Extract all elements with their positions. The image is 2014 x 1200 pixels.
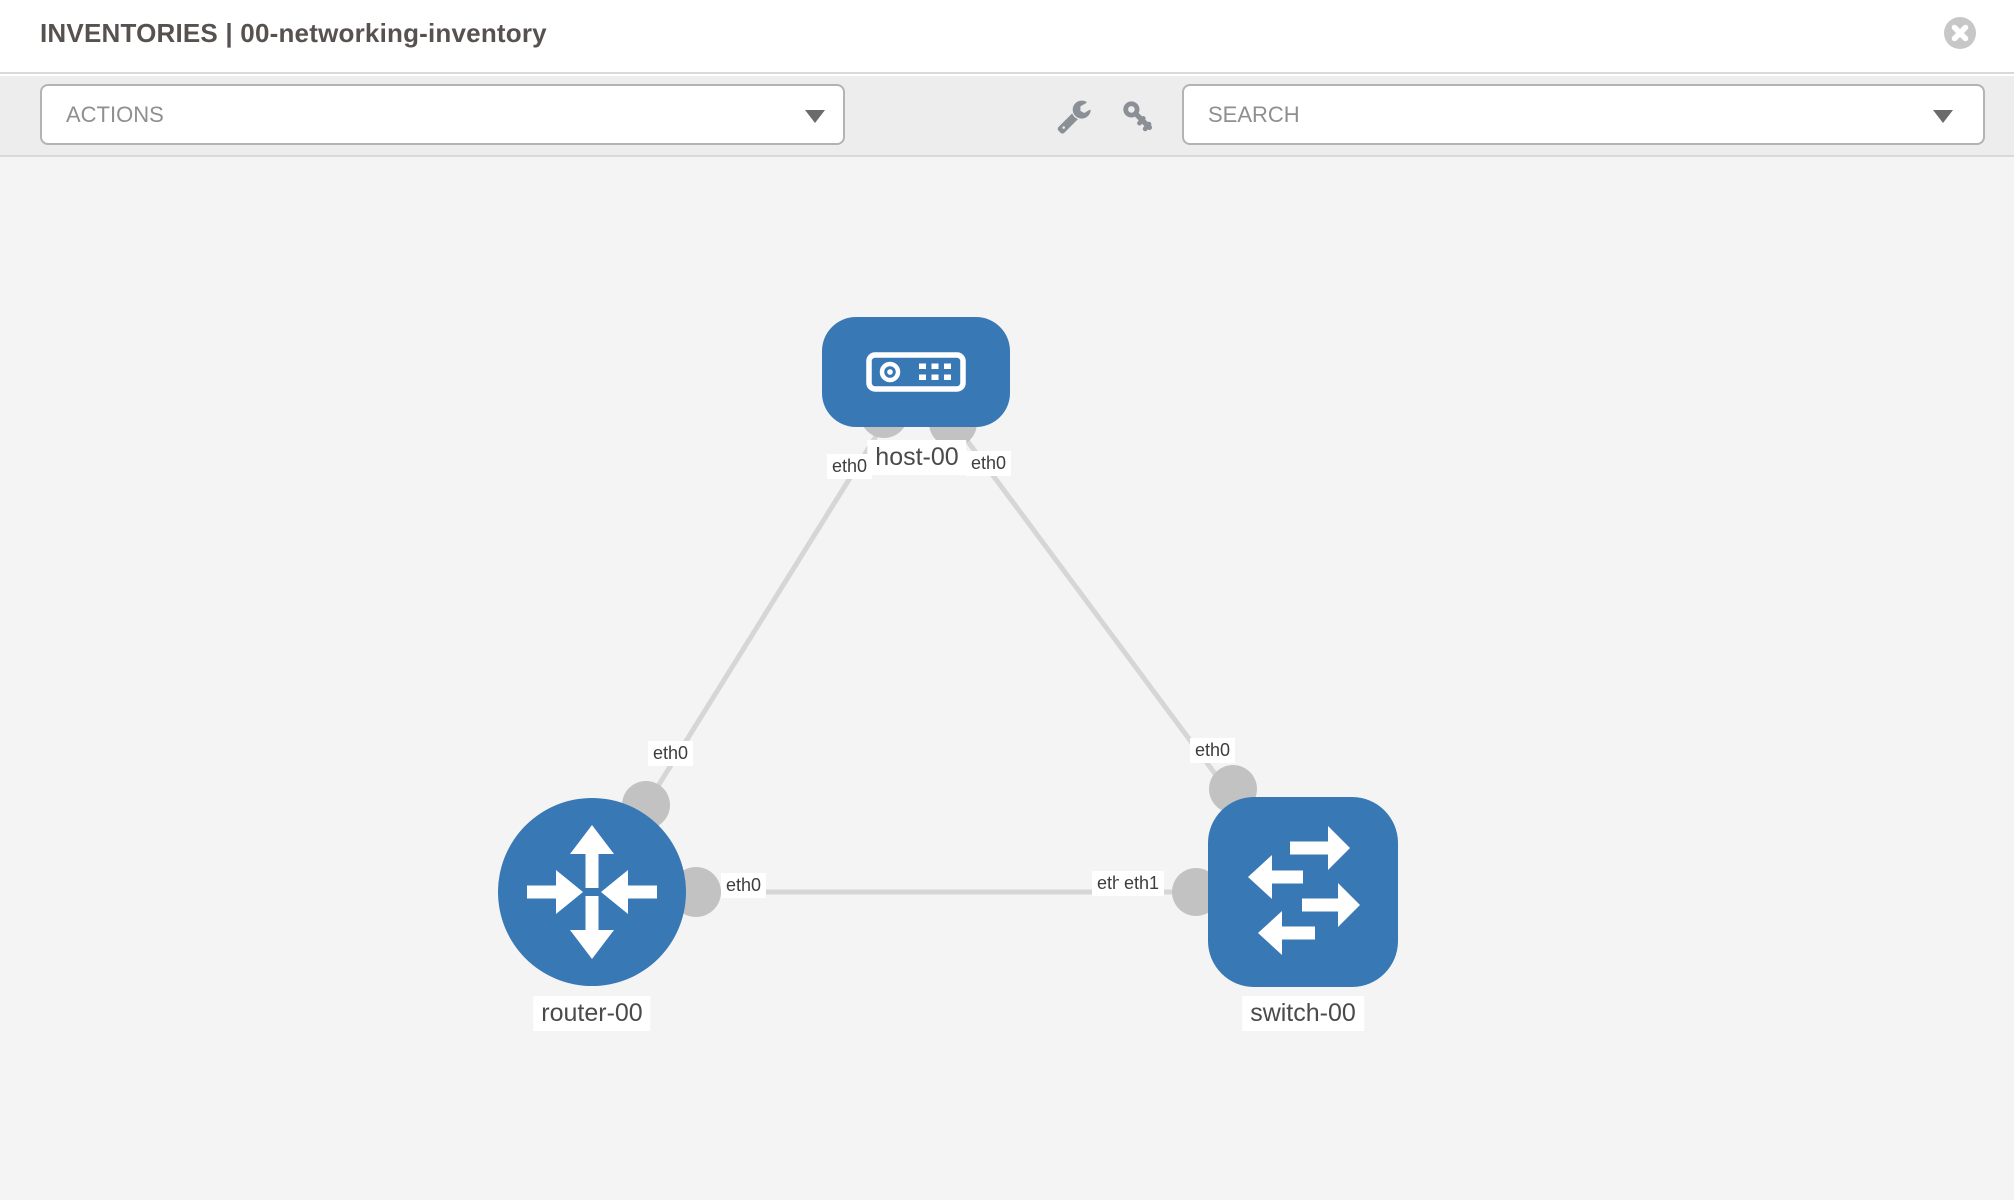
node-label-router: router-00 bbox=[533, 996, 651, 1031]
node-switch-00[interactable] bbox=[1208, 797, 1398, 987]
router-icon bbox=[527, 825, 657, 959]
iface-label-router-to-switch: eth0 bbox=[721, 873, 767, 898]
switch-icon bbox=[1248, 826, 1360, 955]
iface-label-host-to-switch: eth0 bbox=[966, 451, 1012, 476]
wrench-icon bbox=[1057, 100, 1091, 134]
iface-label-switch-to-host: eth0 bbox=[1190, 738, 1236, 763]
key-icon bbox=[1123, 101, 1153, 132]
chevron-down-icon bbox=[805, 110, 825, 123]
iface-label-router-to-host: eth0 bbox=[648, 741, 694, 766]
actions-label: ACTIONS bbox=[66, 102, 164, 127]
node-host-00[interactable] bbox=[822, 317, 1010, 427]
page-title: INVENTORIES | 00-networking-inventory bbox=[40, 18, 547, 48]
chevron-down-icon bbox=[1933, 110, 1953, 123]
close-button[interactable] bbox=[1944, 17, 1976, 49]
search-dropdown[interactable]: SEARCH bbox=[1182, 84, 1985, 145]
node-router-00[interactable] bbox=[498, 798, 686, 986]
node-label-host: host-00 bbox=[867, 440, 967, 475]
app-header: INVENTORIES | 00-networking-inventory bbox=[0, 0, 2014, 74]
actions-dropdown[interactable]: ACTIONS bbox=[40, 84, 845, 145]
configure-button[interactable] bbox=[1056, 98, 1094, 136]
iface-label-switch-to-router: eth1 bbox=[1119, 871, 1165, 896]
toolbar: ACTIONS SEARCH bbox=[0, 76, 2014, 157]
close-icon bbox=[1951, 24, 1969, 42]
host-icon bbox=[866, 352, 966, 392]
node-label-switch: switch-00 bbox=[1242, 996, 1364, 1031]
search-placeholder: SEARCH bbox=[1208, 102, 1300, 127]
topology-canvas[interactable]: host-00 router-00 switch-00 eth0 eth0 et… bbox=[0, 157, 2014, 1200]
credentials-button[interactable] bbox=[1120, 98, 1158, 136]
links-layer bbox=[589, 370, 1306, 917]
iface-label-host-to-router: eth0 bbox=[827, 454, 873, 479]
